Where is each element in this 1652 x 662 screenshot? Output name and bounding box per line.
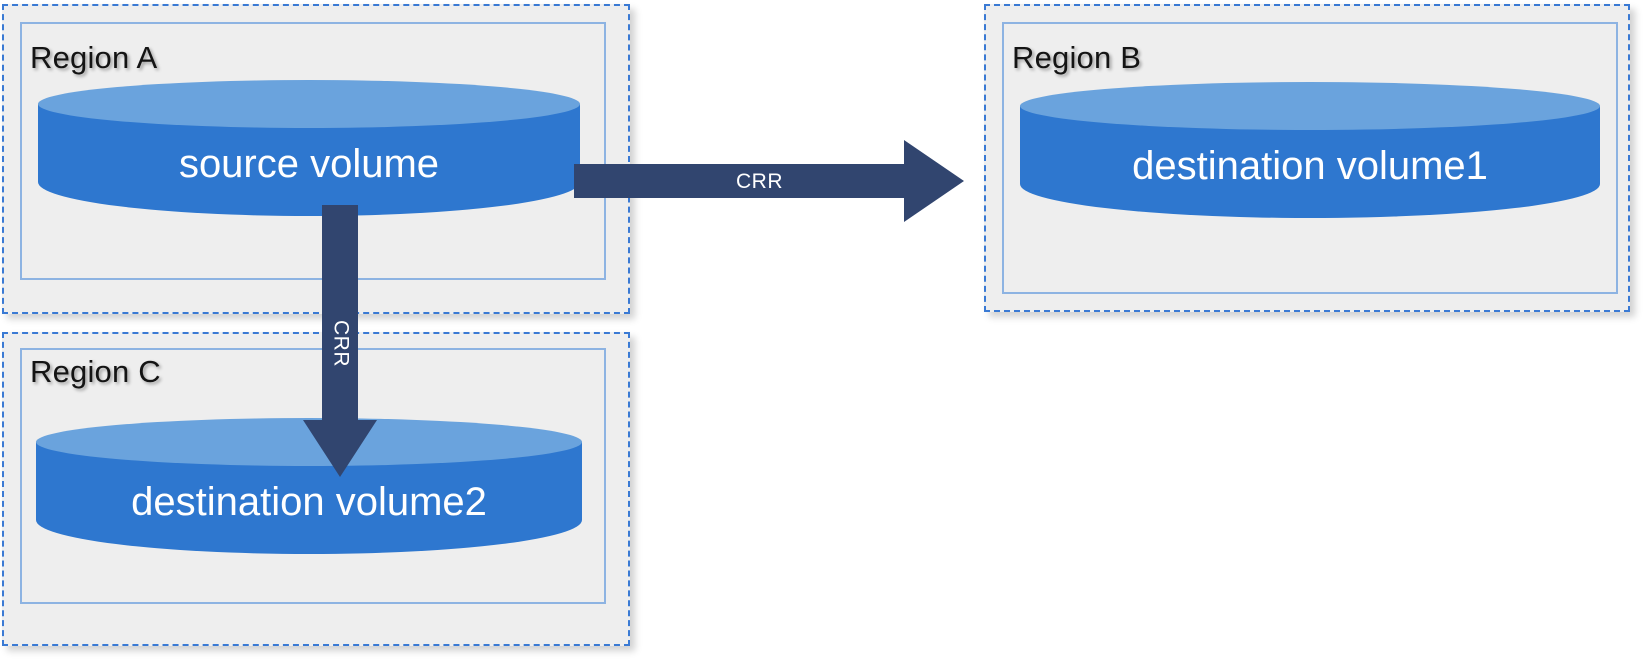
crr-arrow-a-to-c-shape	[303, 205, 377, 477]
crr-arrow-a-to-b-shape	[574, 140, 964, 222]
destination-volume2-label: destination volume2	[131, 480, 487, 524]
destination-volume1-cylinder[interactable]: destination volume1	[1020, 82, 1600, 218]
region-a-label: Region A	[30, 40, 158, 75]
crr-arrow-a-to-b-label: CRR	[736, 170, 783, 193]
crr-arrow-a-to-c[interactable]	[303, 205, 377, 477]
destination-volume2-cylinder[interactable]: destination volume2	[36, 418, 582, 554]
destination-volume1-label: destination volume1	[1132, 144, 1488, 188]
crr-arrow-a-to-b[interactable]	[574, 140, 964, 222]
region-c-label: Region C	[30, 354, 161, 389]
source-volume-label: source volume	[178, 142, 440, 186]
crr-arrow-a-to-c-label: CRR	[329, 320, 353, 367]
source-volume-cylinder[interactable]: source volume	[38, 80, 580, 216]
cylinder-top-ellipse	[38, 80, 580, 128]
cylinder-top-ellipse	[1020, 82, 1600, 130]
region-b-label: Region B	[1012, 40, 1142, 75]
